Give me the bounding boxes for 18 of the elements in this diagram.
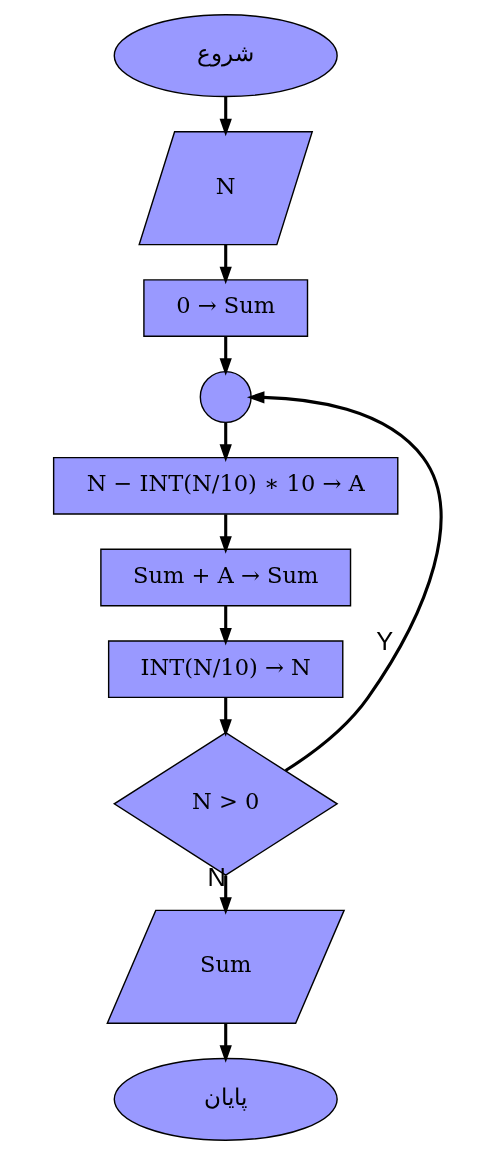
arrow [219, 244, 232, 285]
arrow [246, 391, 443, 772]
edge-label: Y [376, 626, 394, 655]
arrow [219, 422, 232, 462]
node-box: 0 → Sum [143, 279, 309, 338]
arrow [219, 96, 232, 137]
node-box: Sum + A → Sum [100, 548, 352, 607]
node-box: N − INT(N/10) ∗ 10 → A [52, 456, 399, 515]
arrow [219, 875, 232, 915]
node-box: INT(N/10) → N [107, 640, 344, 699]
arrow [219, 336, 232, 376]
node-circle [199, 370, 252, 424]
arrow [219, 1023, 232, 1063]
node-ellipse: پایان [113, 1057, 338, 1141]
node-ellipse: شروع [113, 14, 338, 98]
arrow [219, 606, 232, 646]
arrow [219, 697, 232, 737]
arrow [219, 514, 232, 554]
